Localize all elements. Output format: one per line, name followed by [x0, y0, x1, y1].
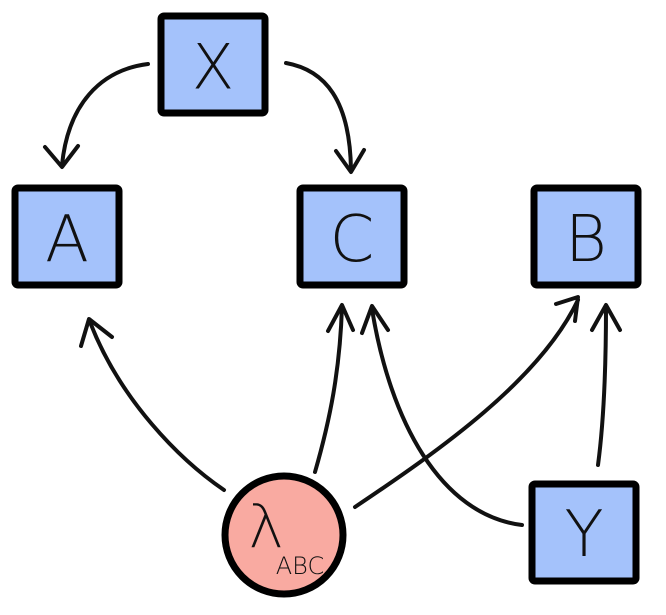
node-y-label: Y	[564, 498, 603, 572]
node-b: B	[530, 184, 642, 289]
edge-lambda-to-c	[313, 303, 355, 474]
node-y-box	[528, 480, 640, 585]
node-x: X	[157, 12, 269, 117]
edge-y-to-b	[590, 303, 622, 467]
node-c-label: C	[330, 203, 375, 277]
node-a: A	[11, 184, 123, 289]
node-lambda-symbol: λ	[248, 492, 284, 562]
edge-x-to-a	[43, 62, 150, 169]
node-lambda-subscript: ABC	[276, 552, 324, 580]
node-x-label: X	[192, 31, 234, 104]
node-x-box	[157, 12, 269, 117]
edges	[43, 61, 622, 527]
node-c-box	[296, 184, 408, 289]
node-a-label: A	[45, 203, 89, 277]
node-lambda-circle	[221, 472, 347, 598]
node-y: Y	[528, 480, 640, 585]
edge-y-to-c	[360, 304, 524, 527]
node-b-label: B	[565, 203, 607, 277]
edge-lambda-to-b	[353, 295, 580, 509]
node-lambda: λ ABC	[221, 472, 347, 598]
edge-lambda-to-a	[79, 317, 226, 492]
node-b-box	[530, 184, 642, 289]
node-c: C	[296, 184, 408, 289]
edge-x-to-c	[284, 61, 366, 174]
node-a-box	[11, 184, 123, 289]
